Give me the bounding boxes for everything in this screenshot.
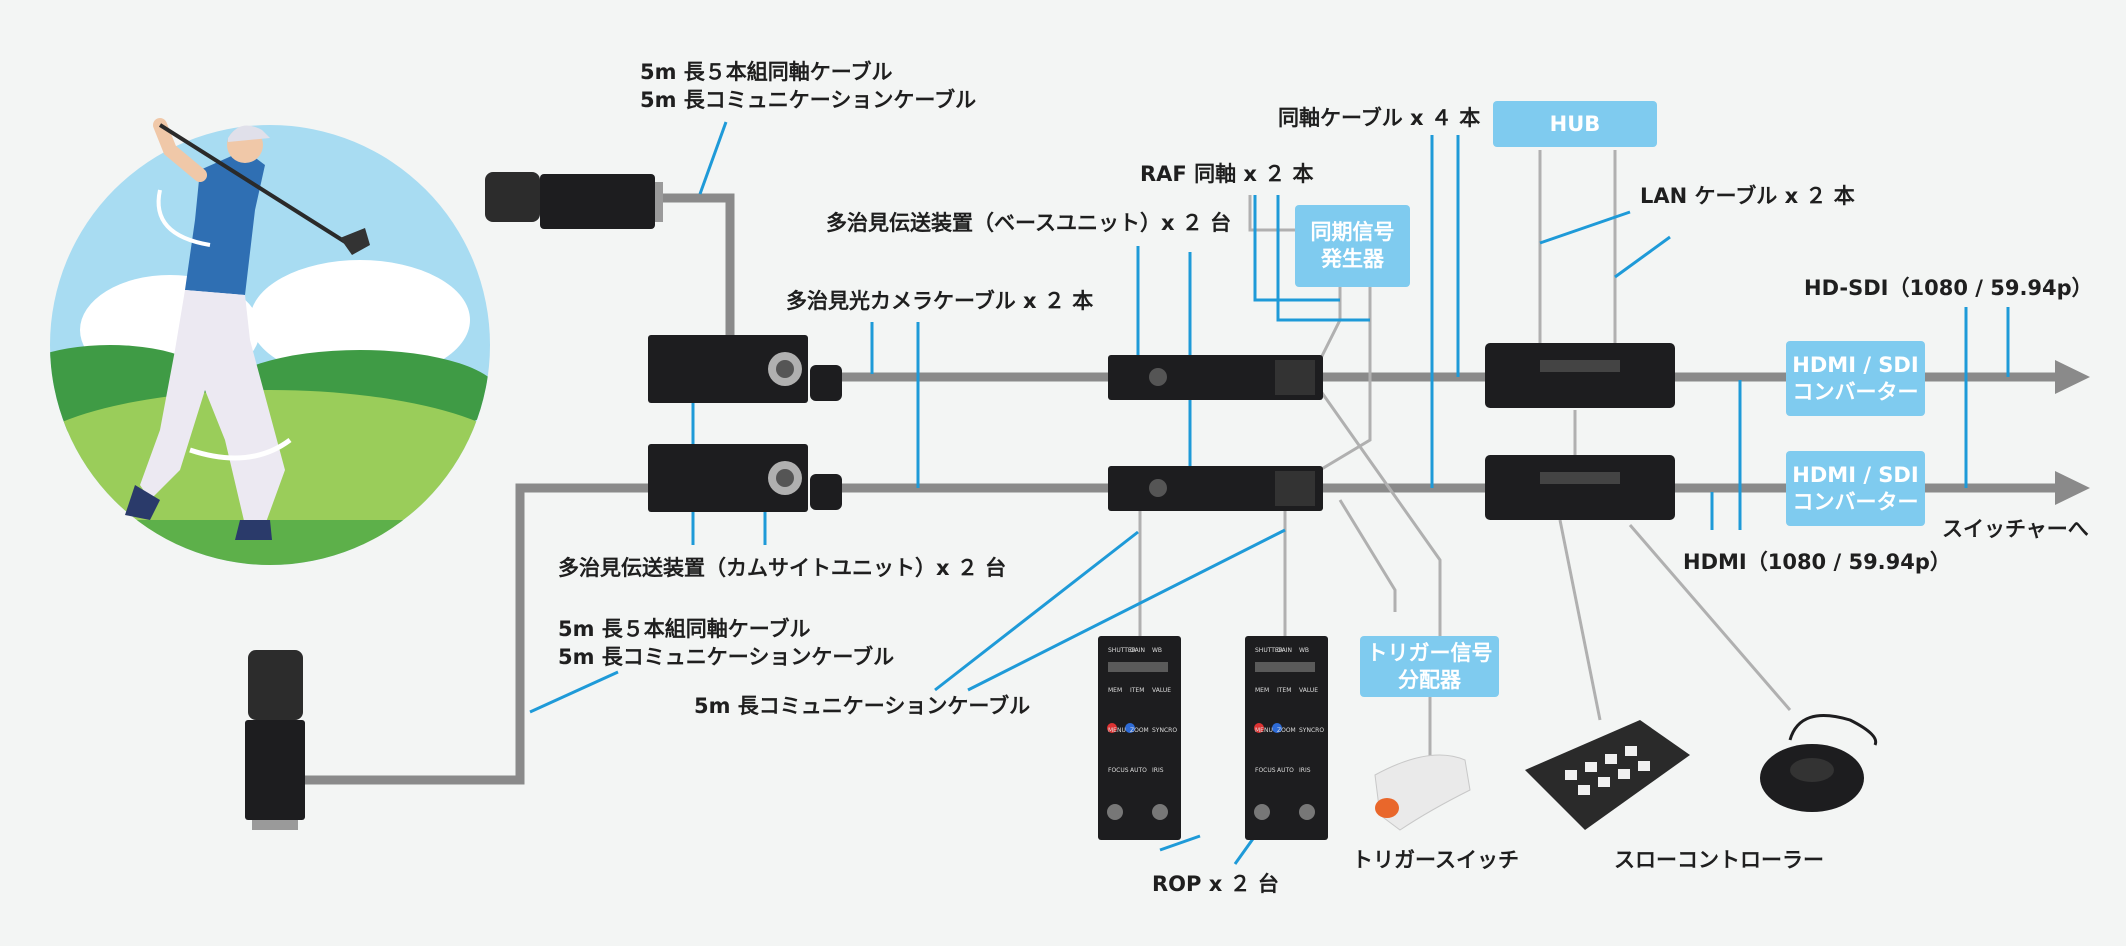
base-unit-bottom: [1108, 466, 1323, 511]
sync-generator-line2: 発生器: [1321, 247, 1384, 271]
rop-panel-2-text: GAIN: [1277, 647, 1292, 654]
coax4-label: 同軸ケーブル x ４ 本: [1278, 106, 1481, 130]
hub-box: HUB: [1493, 101, 1657, 147]
rop-panel-1-text: AUTO: [1130, 767, 1147, 774]
trigger-switch-label: トリガースイッチ: [1352, 848, 1519, 872]
slow-controller-keypad: [1525, 720, 1690, 830]
rop-panel-2-text: ZOOM: [1277, 727, 1296, 734]
trigger-distributor-line2: 分配器: [1398, 667, 1461, 692]
rop-panel-2-text: ITEM: [1277, 687, 1291, 694]
rop-label: ROP x ２ 台: [1152, 872, 1279, 896]
trigger-distributor-line1: トリガー信号: [1366, 640, 1493, 665]
bottom-camera: [245, 650, 305, 830]
rop-panel-1-text: SHUTTER: [1108, 647, 1136, 654]
camsite-unit-label: 多治見伝送装置（カムサイトユニット）x ２ 台: [558, 556, 1007, 580]
rop-panel-1-text: ITEM: [1130, 687, 1144, 694]
rop-panel-2-text: SYNCRO: [1299, 727, 1324, 734]
converter-box-top: HDMI / SDI コンバーター: [1786, 341, 1925, 416]
lan-cable-label: LAN ケーブル x ２ 本: [1640, 184, 1855, 208]
raf-coax-label: RAF 同軸 x ２ 本: [1140, 162, 1314, 186]
top-coax-cable-label: 5m 長５本組同軸ケーブル: [640, 60, 893, 84]
rop-panel-2-text: IRIS: [1299, 767, 1311, 774]
rop-panel-2: [1245, 636, 1328, 840]
slow-controller-label: スローコントローラー: [1614, 848, 1824, 872]
rop-panel-2-text: WB: [1299, 647, 1309, 654]
comm-cable-label: 5m 長コミュニケーションケーブル: [694, 694, 1031, 718]
base-unit-label: 多治見伝送装置（ベースユニット）x ２ 台: [826, 211, 1232, 235]
trigger-distributor-box: トリガー信号 分配器: [1360, 636, 1499, 697]
trigger-switch-device: [1374, 754, 1471, 831]
sync-generator-line1: 同期信号: [1310, 220, 1395, 244]
rop-panel-2-text: AUTO: [1277, 767, 1294, 774]
camsite-unit-top: [648, 335, 842, 403]
rop-panel-1-text: VALUE: [1152, 687, 1171, 694]
rop-panel-2-text: SHUTTER: [1255, 647, 1283, 654]
rop-panel-1: [1098, 636, 1181, 840]
pc-bottom: [1485, 455, 1675, 520]
converter-top-line2: コンバーター: [1792, 379, 1919, 404]
rop-panel-1-text: SYNCRO: [1152, 727, 1177, 734]
rop-panel-2-text: MEM: [1255, 687, 1269, 694]
hdmi-label: HDMI（1080 / 59.94p）: [1683, 550, 1951, 574]
golfer-illustration: [50, 118, 490, 565]
top-camera: [485, 172, 663, 229]
top-comm-cable-label: 5m 長コミュニケーションケーブル: [640, 88, 977, 112]
converter-top-line1: HDMI / SDI: [1792, 352, 1919, 377]
rop-panel-1-text: ZOOM: [1130, 727, 1149, 734]
callout-lines: [529, 121, 2010, 865]
bottom-camera-cable-label: 5m 長５本組同軸ケーブル 5m 長コミュニケーションケーブル: [558, 615, 894, 671]
converter-bottom-line2: コンバーター: [1792, 489, 1919, 514]
bottom-coax-cable-label: 5m 長５本組同軸ケーブル: [558, 617, 811, 641]
rop-panel-1-text: IRIS: [1152, 767, 1164, 774]
slow-controller-jog: [1760, 714, 1878, 812]
rop-panel-1-text: WB: [1152, 647, 1162, 654]
bottom-comm-cable-label: 5m 長コミュニケーションケーブル: [558, 645, 895, 669]
sync-generator-box: 同期信号 発生器: [1295, 205, 1410, 287]
converter-box-bottom: HDMI / SDI コンバーター: [1786, 451, 1925, 526]
pc-top: [1485, 343, 1675, 408]
camsite-unit-bottom: [648, 444, 842, 512]
rop-panel-1-text: GAIN: [1130, 647, 1145, 654]
rop-panel-1-text: MEM: [1108, 687, 1122, 694]
converter-bottom-line1: HDMI / SDI: [1792, 462, 1919, 487]
hub-label: HUB: [1549, 111, 1601, 136]
top-camera-cable-label: 5m 長５本組同軸ケーブル 5m 長コミュニケーションケーブル: [640, 58, 976, 114]
rop-panel-2-text: MENU: [1255, 727, 1273, 734]
base-unit-top: [1108, 355, 1323, 400]
camera-cable-label: 多治見光カメラケーブル x ２ 本: [786, 289, 1094, 313]
hdsdi-label: HD-SDI（1080 / 59.94p）: [1804, 276, 2093, 300]
rop-panel-1-text: FOCUS: [1108, 767, 1129, 774]
switcher-label: スイッチャーへ: [1942, 517, 2089, 541]
rop-panel-2-text: VALUE: [1299, 687, 1318, 694]
rop-panel-1-text: MENU: [1108, 727, 1126, 734]
rop-panel-2-text: FOCUS: [1255, 767, 1276, 774]
